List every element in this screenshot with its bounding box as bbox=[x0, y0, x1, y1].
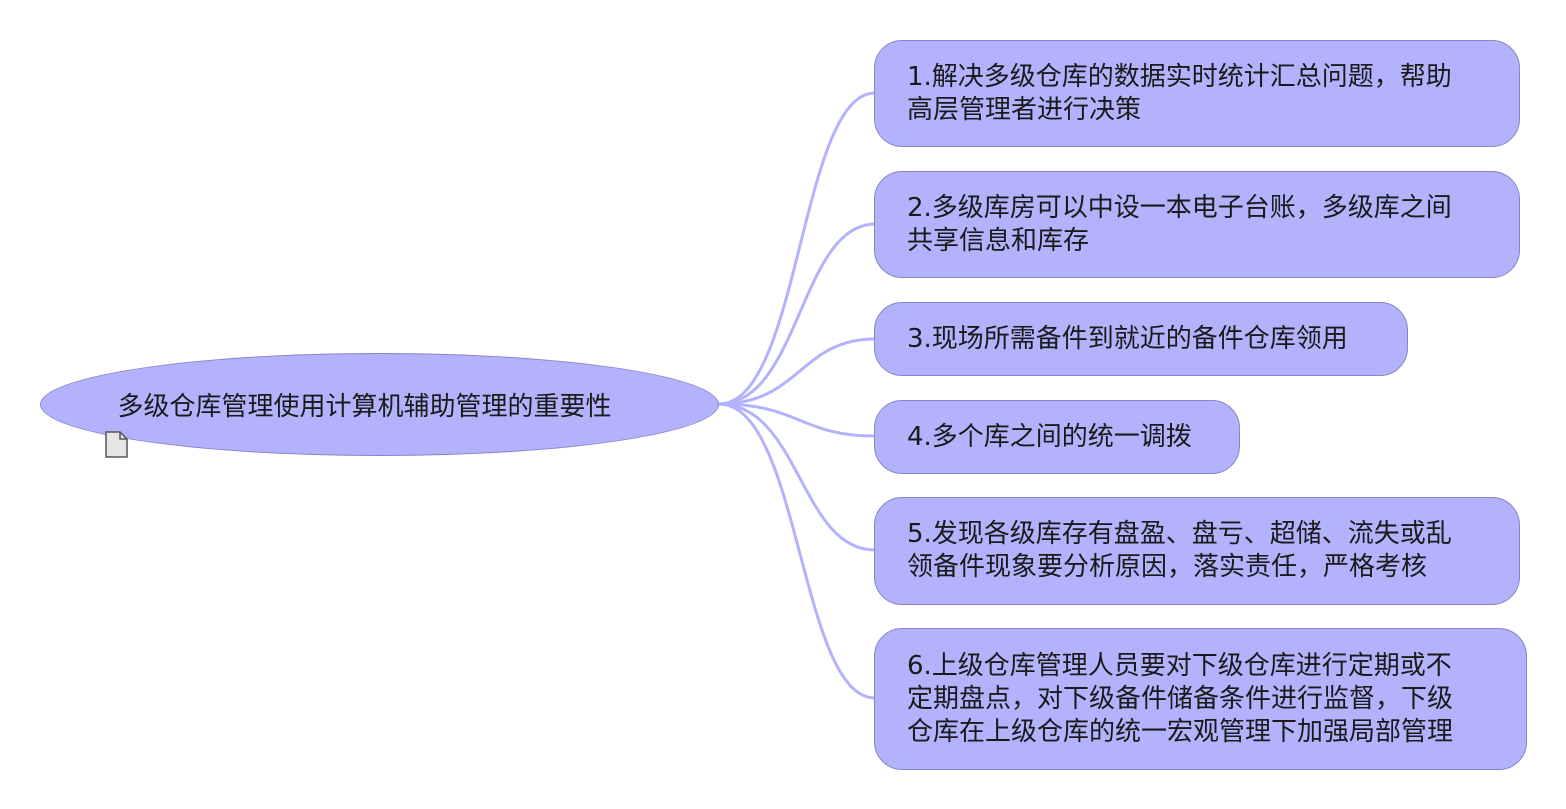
branch-topic-label: 4.多个库之间的统一调拨 bbox=[907, 421, 1192, 452]
branch-topic-1[interactable]: 1.解决多级仓库的数据实时统计汇总问题，帮助 高层管理者进行决策 bbox=[874, 40, 1520, 147]
connector-line bbox=[718, 91, 876, 406]
connector-line bbox=[718, 337, 876, 406]
branch-topic-3[interactable]: 3.现场所需备件到就近的备件仓库领用 bbox=[874, 302, 1408, 376]
root-topic-label: 多级仓库管理使用计算机辅助管理的重要性 bbox=[117, 392, 612, 422]
connector-line bbox=[718, 222, 876, 406]
document-note-icon[interactable] bbox=[105, 431, 129, 459]
connector-line bbox=[718, 402, 876, 438]
branch-topic-label: 1.解决多级仓库的数据实时统计汇总问题，帮助 高层管理者进行决策 bbox=[907, 61, 1452, 125]
connector-line bbox=[718, 402, 876, 700]
branch-topic-label: 3.现场所需备件到就近的备件仓库领用 bbox=[907, 323, 1348, 354]
branch-topic-label: 6.上级仓库管理人员要对下级仓库进行定期或不 定期盘点，对下级备件储备条件进行监… bbox=[907, 650, 1454, 747]
branch-topic-5[interactable]: 5.发现各级库存有盘盈、盘亏、超储、流失或乱 领备件现象要分析原因，落实责任，严… bbox=[874, 497, 1520, 605]
branch-topic-4[interactable]: 4.多个库之间的统一调拨 bbox=[874, 400, 1240, 474]
connector-line bbox=[718, 402, 876, 552]
branch-topic-6[interactable]: 6.上级仓库管理人员要对下级仓库进行定期或不 定期盘点，对下级备件储备条件进行监… bbox=[874, 628, 1527, 770]
root-topic[interactable]: 多级仓库管理使用计算机辅助管理的重要性 bbox=[40, 353, 719, 456]
branch-topic-label: 5.发现各级库存有盘盈、盘亏、超储、流失或乱 领备件现象要分析原因，落实责任，严… bbox=[907, 519, 1452, 582]
branch-topic-label: 2.多级库房可以中设一本电子台账，多级库之间 共享信息和库存 bbox=[907, 192, 1452, 256]
branch-topic-2[interactable]: 2.多级库房可以中设一本电子台账，多级库之间 共享信息和库存 bbox=[874, 171, 1520, 278]
